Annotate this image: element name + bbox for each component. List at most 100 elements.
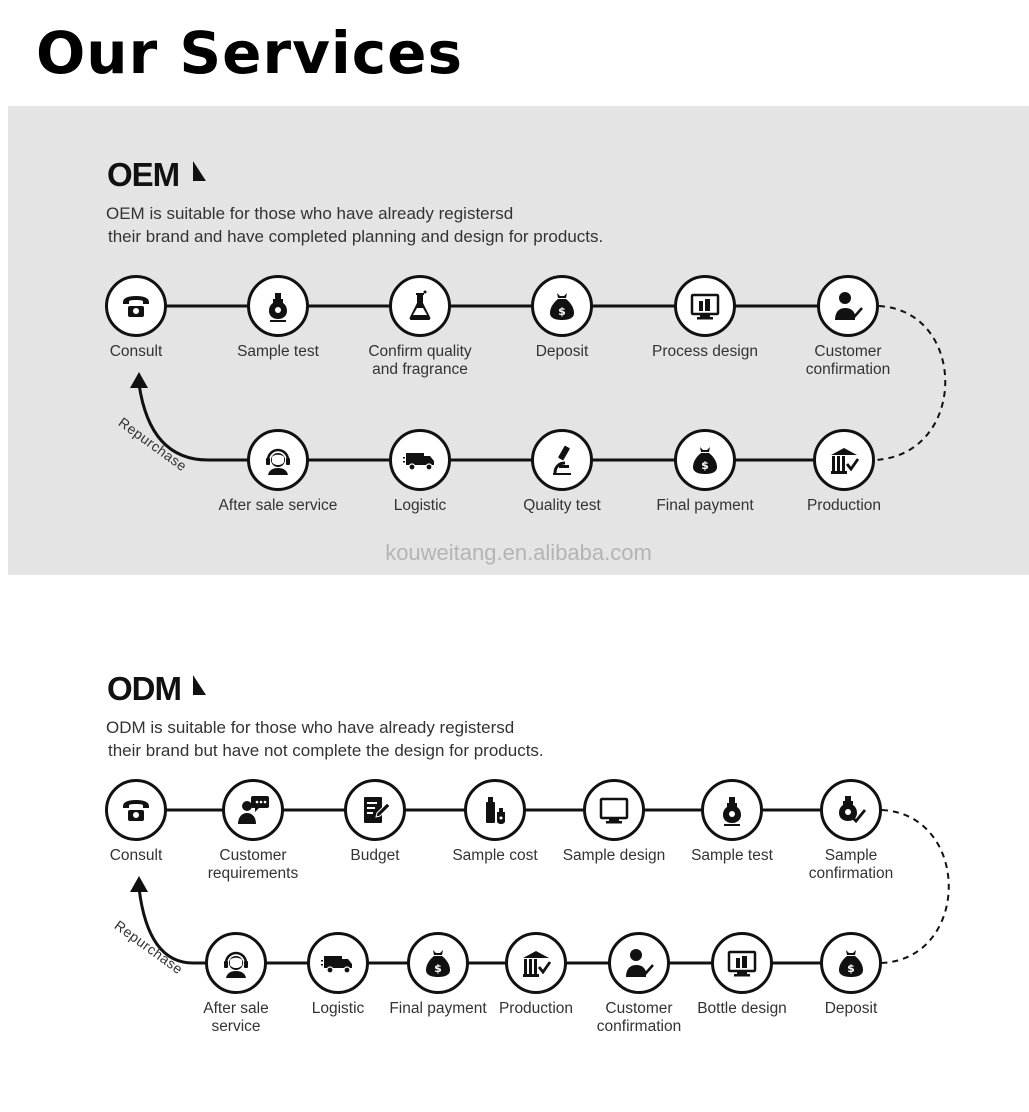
step-label: Consult [109, 847, 163, 864]
sample-check-icon [839, 796, 867, 824]
odm-step-bottom-2: $ Final payment [389, 932, 487, 1017]
step-label: After sale service [203, 1000, 269, 1035]
bottles-icon [486, 797, 505, 824]
step-circle [389, 275, 451, 337]
step-label: Customer confirmation [805, 343, 891, 378]
oem-step-top-4: Process design [652, 275, 758, 360]
step-circle [307, 932, 369, 994]
step-label: Deposit [824, 1000, 878, 1017]
odm-step-bottom-6: $ Deposit [820, 932, 882, 1017]
oem-description: OEM is suitable for those who have alrea… [106, 202, 806, 248]
odm-section: ODM ODM is suitable for those who have a… [8, 620, 1029, 1100]
sample-bottle-icon [269, 293, 287, 322]
repurchase-arrowhead-icon [130, 876, 148, 892]
telephone-icon [123, 296, 149, 317]
oem-step-top-0: Consult [105, 275, 167, 360]
step-label: Customer requirements [207, 847, 299, 882]
odm-step-bottom-3: Production [499, 932, 573, 1017]
step-label: Bottle design [697, 1000, 787, 1017]
odm-step-top-2: Budget [344, 779, 406, 864]
watermark: kouweitang.en.alibaba.com [385, 540, 652, 565]
odm-description: ODM is suitable for those who have alrea… [106, 716, 806, 762]
microscope-icon [553, 445, 571, 475]
step-circle [817, 275, 879, 337]
odm-step-top-1: Customer requirements [208, 779, 298, 882]
headset-agent-icon [266, 448, 290, 475]
step-label: Production [498, 1000, 574, 1017]
step-circle [344, 779, 406, 841]
oem-desc-line1: OEM is suitable for those who have alrea… [106, 204, 514, 223]
oem-step-bottom-0: After sale service [219, 429, 337, 514]
svg-text:$: $ [701, 459, 709, 472]
step-circle [701, 779, 763, 841]
odm-step-top-0: Consult [105, 779, 167, 864]
delivery-truck-icon [403, 453, 434, 471]
step-circle [820, 779, 882, 841]
step-circle [813, 429, 875, 491]
repurchase-arrow [137, 383, 248, 462]
money-bag-icon: $ [839, 950, 863, 977]
step-label: Consult [109, 343, 163, 360]
money-bag-icon: $ [693, 447, 717, 474]
corner-mark-icon [193, 675, 206, 695]
flask-icon [409, 290, 431, 320]
monitor-icon [599, 797, 629, 824]
person-chat-icon [238, 796, 269, 824]
step-circle [505, 932, 567, 994]
money-bag-icon: $ [550, 293, 574, 320]
odm-heading: ODM [107, 670, 182, 707]
step-circle [389, 429, 451, 491]
document-edit-icon [364, 797, 391, 823]
money-bag-icon: $ [426, 950, 450, 977]
step-circle [105, 779, 167, 841]
step-label: After sale service [218, 497, 338, 514]
step-circle: $ [674, 429, 736, 491]
svg-text:$: $ [847, 962, 855, 975]
odm-step-top-5: Sample test [691, 779, 773, 864]
step-label: Logistic [311, 1000, 365, 1017]
step-circle [674, 275, 736, 337]
loop-dashed-connector [881, 809, 950, 964]
monitor-bottles-icon [727, 950, 757, 977]
step-circle [105, 275, 167, 337]
step-circle [583, 779, 645, 841]
repurchase-arrow [137, 887, 206, 965]
oem-step-top-1: Sample test [237, 275, 319, 360]
step-label: Production [806, 497, 882, 514]
repurchase-arrowhead-icon [130, 372, 148, 388]
step-label: Final payment [656, 497, 754, 514]
step-circle: $ [820, 932, 882, 994]
step-label: Confirm quality and fragrance [368, 343, 472, 378]
step-circle: $ [531, 275, 593, 337]
odm-step-bottom-1: Logistic [307, 932, 369, 1017]
step-label: Sample test [691, 847, 773, 864]
step-circle [247, 429, 309, 491]
step-label: Quality test [523, 497, 601, 514]
odm-step-top-6: Sample confirmation [809, 779, 893, 882]
step-circle [464, 779, 526, 841]
odm-desc-line2: their brand but have not complete the de… [108, 741, 544, 760]
oem-step-bottom-4: Production [807, 429, 881, 514]
step-circle [608, 932, 670, 994]
step-label: Budget [350, 847, 400, 864]
oem-step-top-3: $ Deposit [531, 275, 593, 360]
oem-step-bottom-3: $ Final payment [656, 429, 754, 514]
telephone-icon [123, 800, 149, 821]
oem-section: OEM OEM is suitable for those who have a… [8, 106, 1029, 575]
loop-dashed-connector [874, 305, 947, 461]
step-circle [531, 429, 593, 491]
step-label: Process design [652, 343, 758, 360]
step-label: Final payment [389, 1000, 487, 1017]
step-circle [205, 932, 267, 994]
step-label: Deposit [535, 343, 589, 360]
step-label: Sample cost [452, 847, 538, 864]
page-title: Our Services [36, 19, 464, 87]
oem-step-bottom-1: Logistic [389, 429, 451, 514]
delivery-truck-icon [321, 956, 352, 974]
odm-step-bottom-5: Bottle design [697, 932, 787, 1017]
oem-step-bottom-2: Quality test [523, 429, 601, 514]
headset-agent-icon [224, 951, 248, 978]
step-label: Logistic [393, 497, 447, 514]
step-label: Sample design [562, 847, 666, 864]
step-circle [222, 779, 284, 841]
